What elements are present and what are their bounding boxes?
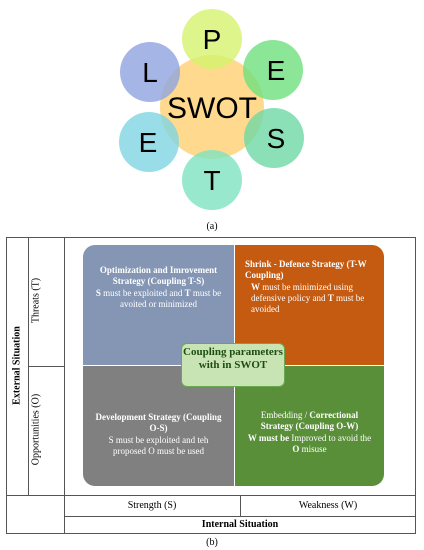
s-label: S [267,123,286,154]
quadrant-ow-title: Embedding / Correctional Strategy (Coupl… [260,410,359,432]
l-label: L [142,57,158,88]
pest-swot-diagram: SWOT P E S T E L [119,9,304,210]
internal-situation-label: Internal Situation [201,519,279,530]
caption-a: (a) [206,221,218,232]
e-right-circle [243,40,303,100]
swot-center-circle [160,55,264,159]
quadrant-ow-body: W must be Improved to avoid the O misuse [247,432,372,454]
quadrant-os-body: S must be exploited and teh proposed O m… [108,434,209,456]
e-left-circle [119,112,179,172]
matrix-frame [6,237,416,534]
threats-label: Threats (T) [30,277,42,324]
e-right-label: E [267,55,286,86]
quadrant-ts-title: Optimization and Imrovement Strategy (Co… [99,265,218,287]
caption-b: (b) [206,537,218,548]
quadrant-os-title: Development Strategy (Coupling O-S) [95,412,222,434]
quadrant-threats-strength: Optimization and Imrovement Strategy (Co… [83,245,234,365]
coupling-center-box: Coupling parameters with in SWOT [181,343,285,387]
p-circle [182,9,242,69]
quadrant-ts-body: S must be exploited and T must be avoite… [95,287,222,309]
quadrant-tw-body: W must be minimized using defensive poli… [251,281,365,315]
s-circle [244,108,304,168]
weakness-label: Weakness (W) [298,500,358,511]
quadrant-threats-weakness: Shrink - Defence Strategy (T-W Coupling)… [235,245,384,365]
p-label: P [203,24,222,55]
opportunities-label: Opportunities (O) [30,393,42,466]
t-label: T [203,165,220,196]
swot-label: SWOT [167,92,257,125]
quadrant-tw-title: Shrink - Defence Strategy (T-W Coupling) [245,259,367,281]
external-situation-label: External Situation [11,326,23,405]
e-left-label: E [139,127,158,158]
strength-label: Strength (S) [127,500,177,511]
t-circle [182,150,242,210]
l-circle [120,42,180,102]
